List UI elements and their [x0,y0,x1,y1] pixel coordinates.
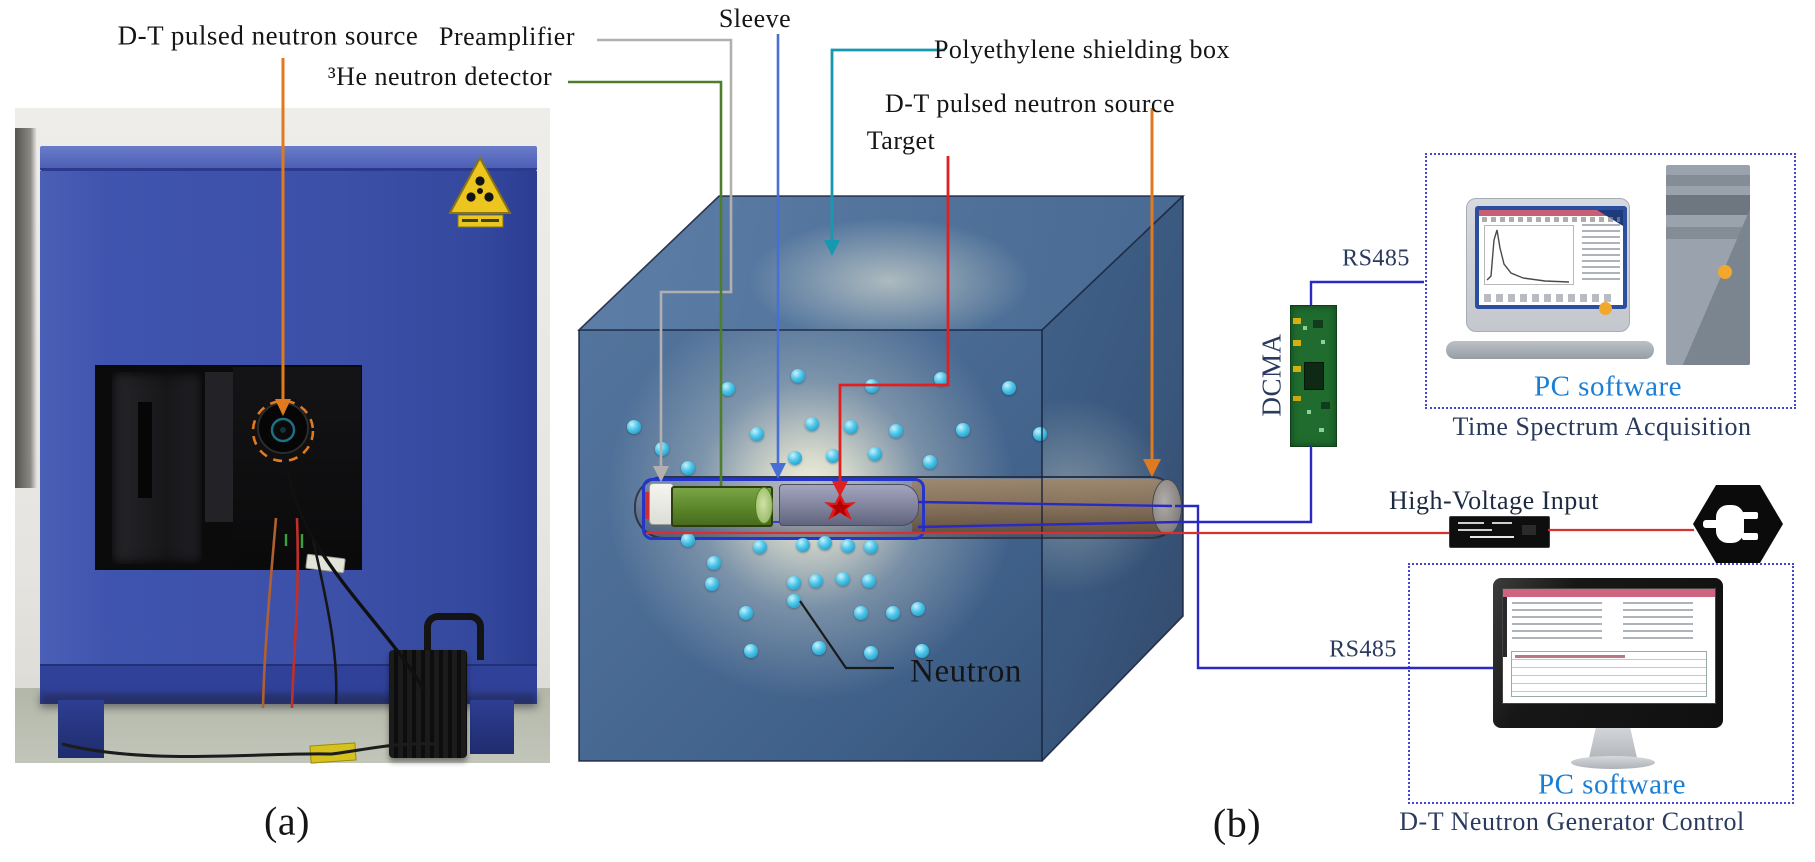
cable-reel-body [389,650,467,758]
pc-tower [1666,165,1750,365]
label-rs485-bottom: RS485 [1329,636,1397,663]
neutron-particle [655,442,675,456]
cabinet-leg-right [470,700,514,754]
label-pc-software-bottom: PC software [1537,768,1687,801]
shielding-box-front-face [579,330,1042,761]
neutron-particle [863,447,882,463]
label-neutron: Neutron [910,653,1022,690]
generator-tube-endcap [1152,479,1182,535]
label-sleeve: Sleeve [718,4,792,33]
neutron-particle [864,640,878,660]
cabinet-leg-left [58,700,104,758]
neutron-particle [750,427,767,445]
caption-a: (a) [264,798,310,844]
neutron-particle [860,569,876,588]
neutron-particle [950,423,970,437]
neutron-particle [884,601,900,620]
label-hv-input: High-Voltage Input [1389,486,1599,515]
cabinet-door-slab-2 [205,372,233,522]
floor-yellow-block [309,742,357,764]
neutron-particle [681,533,701,547]
laptop-status-row [1484,294,1614,302]
tower-band [1666,227,1750,239]
label-source-b: D-T pulsed neutron source [884,89,1176,118]
label-dt-generator-control: D-T Neutron Generator Control [1399,807,1745,836]
neutron-particle [843,420,858,440]
neutron-particle [884,424,903,441]
label-time-spectrum-acquisition: Time Spectrum Acquisition [1452,412,1752,441]
monitor-window-sidebar [1503,597,1507,657]
laptop-keyboard-base [1446,341,1654,359]
monitor-screen [1502,588,1716,704]
neutron-particle [826,449,840,469]
monitor-stand-base [1571,756,1655,769]
neutron-particle [860,537,878,554]
monitor-form-left [1512,602,1602,644]
source-port-panel [233,367,361,567]
pc-top-dotted-box [1425,153,1796,409]
neutron-particle [787,570,801,590]
neutron-particle [812,635,826,655]
laptop-window-menubar [1482,217,1620,222]
neutron-particle [839,534,855,553]
laptop-screen [1475,206,1627,309]
tower-band [1666,175,1750,186]
monitor-log-area [1511,651,1707,697]
laptop-control-panel [1582,224,1620,284]
neutron-particle [739,601,754,620]
cabinet-door-slab [112,372,202,564]
photo-left-shadow [15,128,37,488]
pc-bottom-dotted-box [1408,563,1794,804]
neutron-particle [627,420,647,434]
neutron-particle [917,455,937,469]
label-preamplifier: Preamplifier [439,22,575,51]
dcma-circuit-board [1290,305,1337,447]
neutron-particle [721,382,738,401]
label-dcma: DCMA [1256,333,1287,417]
neutron-particle [854,600,868,620]
neutron-particle [681,461,701,475]
laptop-power-led [1599,302,1612,315]
cabinet-top-rim [40,146,537,171]
neutron-particle [864,379,879,399]
power-plug-icon [1693,485,1783,563]
neutron-particle [805,417,819,438]
cabinet-door-slot [138,402,152,498]
neutron-particle [996,381,1016,396]
neutron-particle [788,451,803,471]
neutron-particle [908,598,925,616]
neutron-particle [836,566,850,586]
label-rs485-top: RS485 [1342,245,1410,272]
laptop-spectrum-chart [1484,225,1574,285]
neutron-particle [787,588,801,608]
neutron-particle [705,574,723,591]
tower-band [1666,195,1750,215]
neutron-particle [818,530,832,550]
monitor-window-titlebar [1503,589,1715,597]
label-shielding-box: Polyethylene shielding box [933,35,1231,64]
target-cylinder [779,484,919,526]
monitor-stand-neck [1589,728,1637,758]
high-voltage-module [1449,516,1550,548]
label-pc-software-top: PC software [1533,370,1683,403]
spectrum-curve [1486,229,1570,283]
laptop-window-titlebar [1479,210,1623,216]
cable-reel-handle [424,613,484,660]
neutron-particle [796,532,810,552]
neutron-particle [791,369,805,390]
monitor-form-right [1623,602,1693,644]
neutron-particle [707,554,726,570]
label-he3-detector: ³He neutron detector [327,62,553,91]
generator-tube-brown-section [912,479,1178,533]
tower-power-button [1718,265,1732,279]
neutron-particle [744,638,758,658]
he3-detector-endcap [755,487,773,524]
neutron-particle [753,537,771,554]
neutron-particle [809,568,823,588]
label-source-a: D-T pulsed neutron source [117,20,419,51]
caption-b: (b) [1212,800,1262,846]
neutron-particle [930,372,948,390]
label-target: Target [866,126,936,155]
neutron-particle [1027,427,1047,441]
